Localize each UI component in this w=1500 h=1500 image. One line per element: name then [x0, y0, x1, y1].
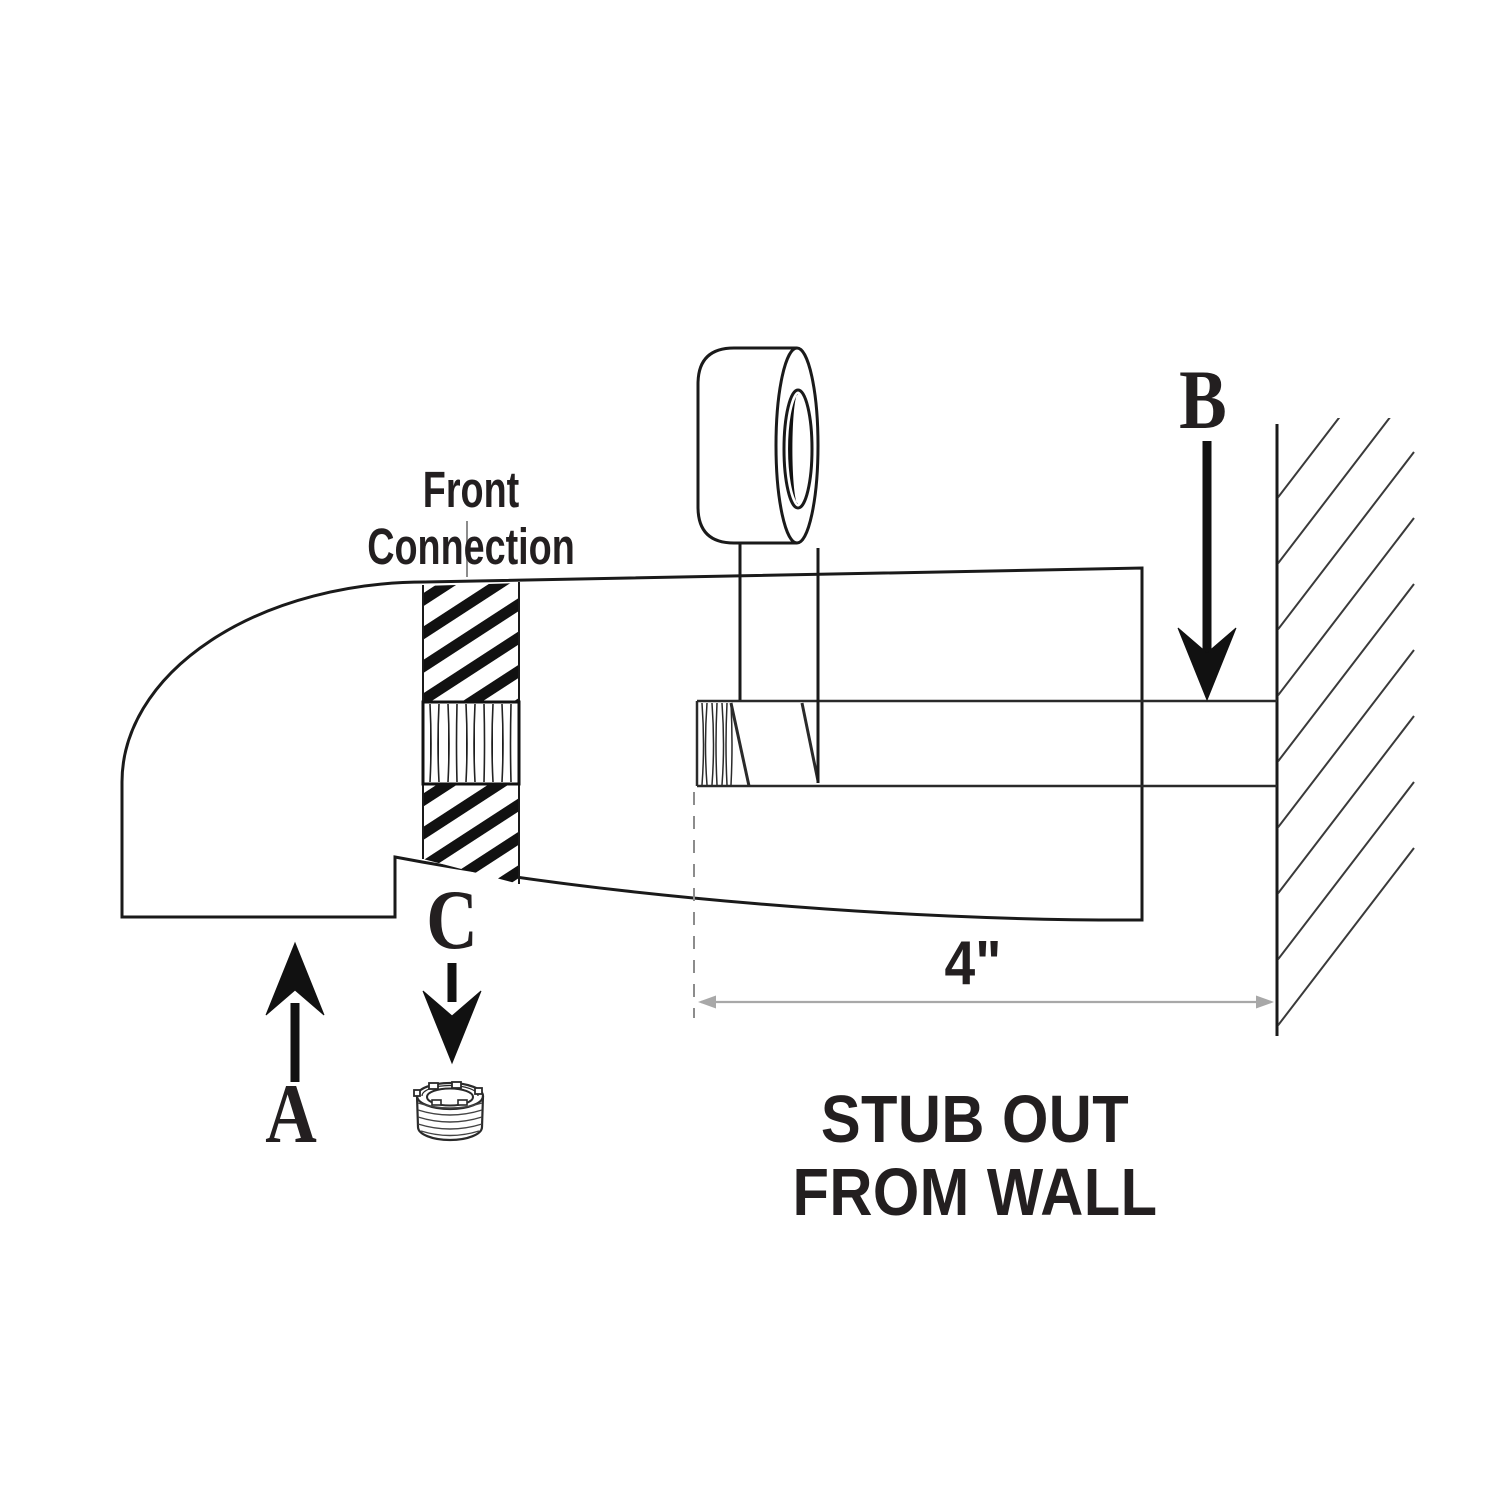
- ring-notches: [413, 1081, 483, 1097]
- label-b: B: [1179, 353, 1227, 447]
- thread-seal-tape-roll-icon: [696, 346, 820, 783]
- stub-out-line1: STUB OUT: [820, 1082, 1130, 1157]
- front-connection-section: [421, 582, 521, 884]
- tape-core-shadow: [788, 394, 798, 504]
- front-connection-label: Front Connection: [360, 404, 582, 632]
- front-connection-line2: Connection: [367, 518, 575, 575]
- stub-out-label: STUB OUT FROM WALL: [753, 1010, 1198, 1302]
- pipe-thread-lines: [701, 702, 733, 786]
- dimension-arrow-left-icon: [698, 995, 716, 1009]
- spout-body-outline: [120, 566, 1144, 922]
- arrow-down-icon-c: [422, 963, 482, 1065]
- wall: [1275, 418, 1415, 1036]
- arrow-down-icon-b: [1177, 441, 1237, 702]
- dimension-arrow-right-icon: [1256, 995, 1274, 1009]
- dimension-label: 4": [944, 929, 1002, 998]
- tape-wrap-lines: [729, 702, 820, 787]
- thread-section: [421, 700, 521, 786]
- callout-arrows: [265, 441, 1237, 1082]
- label-a: A: [265, 1067, 317, 1161]
- stub-out-line2: FROM WALL: [792, 1155, 1158, 1230]
- wall-hatch: [1278, 418, 1415, 1028]
- pipe-stub: [695, 699, 1277, 788]
- arrow-up-icon-a: [265, 941, 325, 1082]
- dimension-group: [693, 792, 1274, 1018]
- front-connection-line1: Front: [422, 461, 520, 518]
- ring-inner-tabs: [431, 1099, 468, 1106]
- label-c: C: [426, 873, 478, 967]
- threaded-adapter-ring-icon: [413, 1081, 485, 1142]
